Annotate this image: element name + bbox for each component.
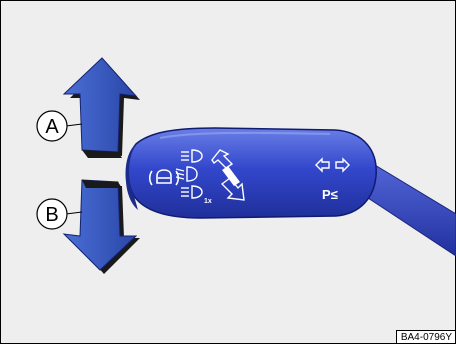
callout-b — [36, 198, 68, 230]
low-beam-icon — [175, 166, 198, 182]
lever-body — [127, 127, 377, 219]
flash-icon — [181, 185, 203, 199]
callout-a-label: A — [45, 116, 59, 138]
turn-signal-icon — [315, 157, 350, 173]
arrow-a-bottom-shadow — [82, 150, 122, 158]
lever-up-arrow-icon — [211, 149, 234, 169]
callout-b-label: B — [45, 204, 58, 226]
callout-a-leader — [65, 123, 83, 127]
arrow-b-top-shadow — [82, 180, 122, 188]
lever-slash — [222, 166, 240, 186]
arrow-a — [62, 57, 138, 153]
figure-code: BA4-0796Y — [395, 330, 455, 343]
lever-highlight — [159, 131, 331, 139]
one-x-label: 1x — [204, 198, 212, 205]
high-beam-icon — [181, 149, 203, 163]
callout-b-leader — [65, 211, 83, 215]
parking-light-label: P≤ — [322, 187, 338, 202]
lever-down-arrow-icon — [220, 177, 245, 201]
arrow-b — [62, 179, 138, 271]
lever-end-cap — [125, 144, 138, 210]
callout-a — [36, 110, 68, 142]
